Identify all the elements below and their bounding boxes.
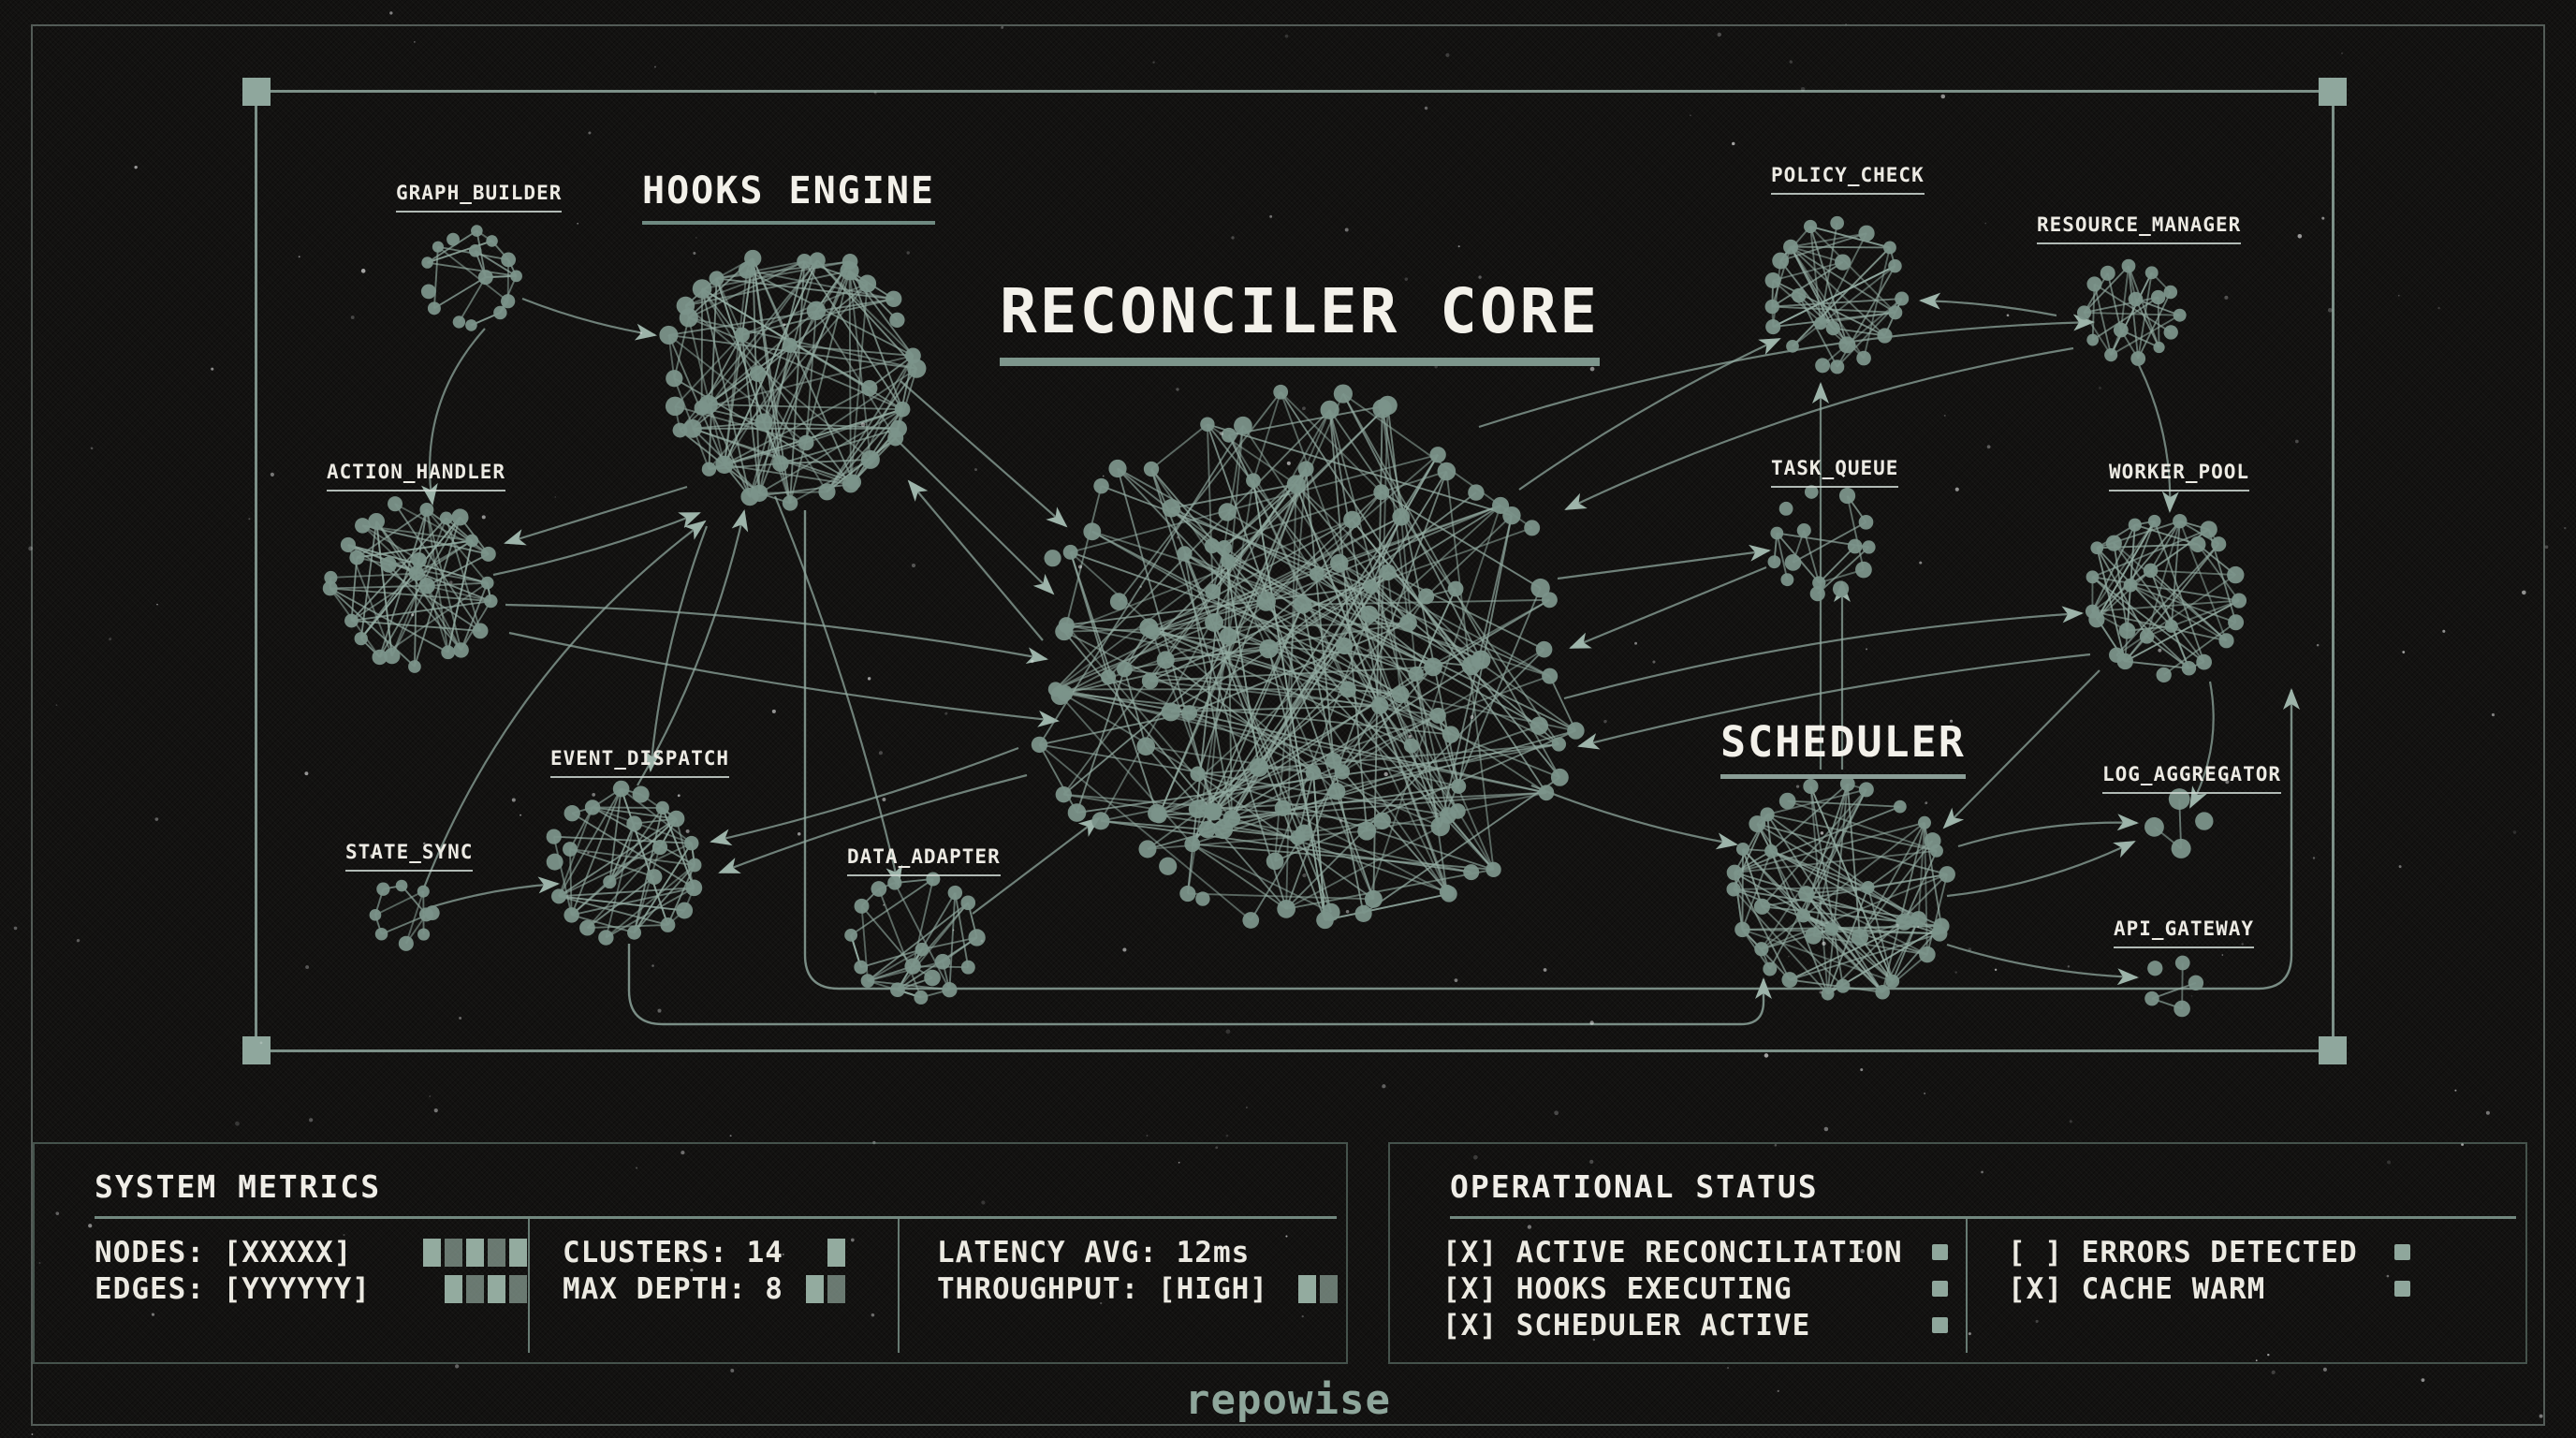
cluster-reconciler_core <box>1031 384 1585 930</box>
panel-row: EDGES: [YYYYYY] <box>95 1270 527 1307</box>
row-text: EDGES: [YYYYYY] <box>95 1271 371 1306</box>
metric-blocks <box>827 1238 845 1267</box>
cluster-scheduler <box>1726 776 1955 1001</box>
status-col-2: [ ] ERRORS DETECTED[X] CACHE WARM <box>2008 1234 2410 1307</box>
cluster-hooks_engine <box>659 249 927 511</box>
panel-rule <box>1450 1216 2516 1219</box>
status-indicator <box>1932 1244 1948 1260</box>
cluster-api_gateway <box>2144 955 2204 1018</box>
frame-corner-marker <box>242 1036 271 1064</box>
status-col-1: [X] ACTIVE RECONCILIATION[X] HOOKS EXECU… <box>1442 1234 1948 1343</box>
metric-block <box>445 1274 462 1303</box>
cluster-action_handler <box>322 496 498 673</box>
status-indicator <box>2394 1281 2410 1297</box>
cluster-log_aggregator <box>2144 788 2214 858</box>
metric-block <box>445 1238 462 1267</box>
metric-block <box>509 1238 527 1267</box>
cluster-event_dispatch <box>546 780 703 946</box>
row-text: [X] HOOKS EXECUTING <box>1442 1271 1793 1306</box>
row-text: CLUSTERS: 14 <box>563 1235 783 1269</box>
column-divider <box>528 1219 530 1353</box>
metric-block <box>466 1238 484 1267</box>
panel-row: THROUGHPUT: [HIGH] <box>937 1270 1338 1307</box>
metric-block <box>1298 1274 1316 1303</box>
row-text: [X] SCHEDULER ACTIVE <box>1442 1308 1811 1343</box>
cluster-data_adapter <box>844 872 986 1005</box>
metrics-col-1: NODES: [XXXXX]EDGES: [YYYYYY] <box>95 1234 527 1307</box>
panel-row: [X] SCHEDULER ACTIVE <box>1442 1307 1948 1343</box>
status-indicator <box>1932 1281 1948 1297</box>
panel-row: [X] CACHE WARM <box>2008 1270 2410 1307</box>
cluster-policy_check <box>1764 215 1910 374</box>
panel-row: CLUSTERS: 14 <box>563 1234 845 1270</box>
page-border <box>31 24 2545 1426</box>
metric-block <box>827 1238 845 1267</box>
cluster-state_sync <box>369 879 440 951</box>
metric-block <box>509 1274 527 1303</box>
operational-status-panel: OPERATIONAL STATUS [X] ACTIVE RECONCILIA… <box>1388 1142 2527 1364</box>
status-indicator <box>1932 1317 1948 1333</box>
metric-block <box>827 1274 845 1303</box>
metric-blocks <box>423 1238 527 1267</box>
row-text: THROUGHPUT: [HIGH] <box>937 1271 1268 1306</box>
cluster-worker_pool <box>2085 513 2247 683</box>
cluster-graph_builder <box>420 225 522 331</box>
row-text: [X] CACHE WARM <box>2008 1271 2266 1306</box>
panel-title: SYSTEM METRICS <box>95 1168 382 1205</box>
metric-blocks <box>445 1274 527 1303</box>
metric-block <box>488 1274 505 1303</box>
panel-rule <box>95 1216 1337 1219</box>
frame-corner-marker <box>2319 1036 2347 1064</box>
panel-row: LATENCY AVG: 12ms <box>937 1234 1338 1270</box>
panel-title: OPERATIONAL STATUS <box>1450 1168 1819 1205</box>
row-text: [ ] ERRORS DETECTED <box>2008 1235 2358 1269</box>
frame-corner-marker <box>2319 78 2347 106</box>
panel-row: [X] HOOKS EXECUTING <box>1442 1270 1948 1307</box>
panel-row: [ ] ERRORS DETECTED <box>2008 1234 2410 1270</box>
row-text: LATENCY AVG: 12ms <box>937 1235 1251 1269</box>
cluster-resource_manager <box>2076 258 2187 366</box>
metric-block <box>423 1238 441 1267</box>
row-text: MAX DEPTH: 8 <box>563 1271 783 1306</box>
brand-footer: repowise <box>0 1376 2576 1424</box>
cluster-task_queue <box>1767 485 1876 602</box>
row-text: NODES: [XXXXX] <box>95 1235 353 1269</box>
diagram-frame <box>242 78 2347 1064</box>
metric-blocks <box>806 1274 845 1303</box>
metric-block <box>1320 1274 1338 1303</box>
panel-row: [X] ACTIVE RECONCILIATION <box>1442 1234 1948 1270</box>
column-divider <box>1966 1219 1968 1353</box>
metric-block <box>488 1238 505 1267</box>
system-metrics-panel: SYSTEM METRICS NODES: [XXXXX]EDGES: [YYY… <box>33 1142 1348 1364</box>
brand-name: repowise <box>1185 1376 1391 1424</box>
metric-block <box>806 1274 824 1303</box>
column-divider <box>898 1219 900 1353</box>
metric-block <box>466 1274 484 1303</box>
panel-row: MAX DEPTH: 8 <box>563 1270 845 1307</box>
status-indicator <box>2394 1244 2410 1260</box>
row-text: [X] ACTIVE RECONCILIATION <box>1442 1235 1903 1269</box>
frame-corner-marker <box>242 78 271 106</box>
metric-blocks <box>1298 1274 1338 1303</box>
panel-row: NODES: [XXXXX] <box>95 1234 527 1270</box>
